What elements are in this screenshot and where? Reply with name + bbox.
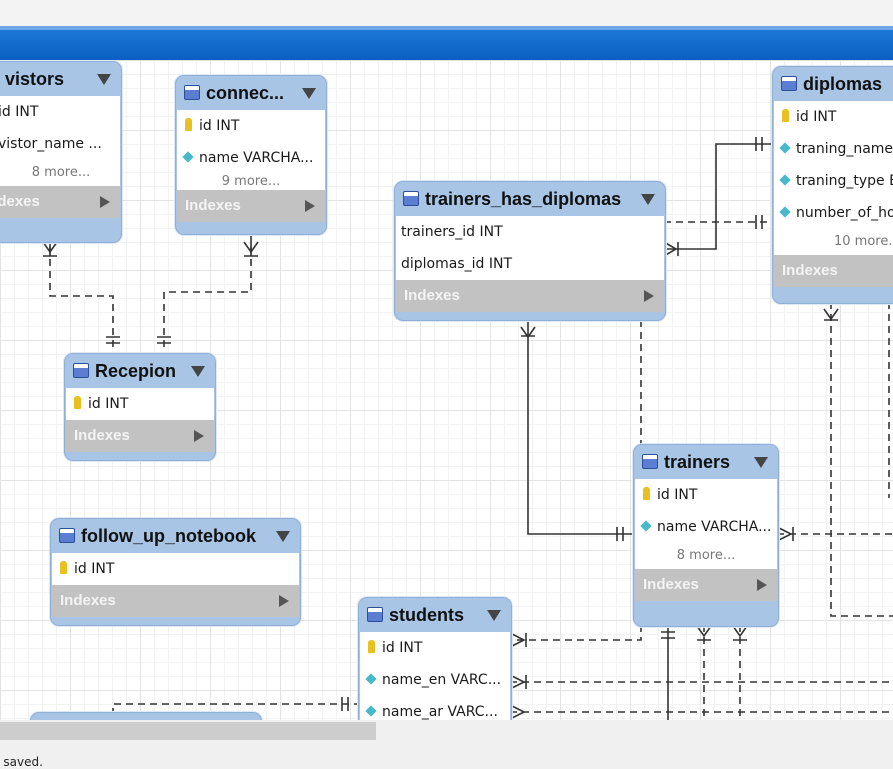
chevron-down-icon[interactable] xyxy=(754,457,768,468)
window-top-strip xyxy=(0,0,893,26)
chevron-down-icon[interactable] xyxy=(487,610,501,621)
column-row[interactable]: name VARCHA... xyxy=(177,142,325,174)
table-diplomas[interactable]: diplomas id INT traning_name traning_typ… xyxy=(772,66,893,304)
primary-key-icon xyxy=(60,561,67,574)
column-row[interactable]: id INT xyxy=(774,101,893,133)
column-row[interactable]: traning_name xyxy=(774,133,893,165)
table-trainers-has-diplomas[interactable]: trainers_has_diplomas trainers_id INT di… xyxy=(394,181,666,321)
indexes-section[interactable]: Indexes xyxy=(396,280,664,312)
more-columns-label[interactable]: 8 more... xyxy=(31,165,91,180)
status-bar: b saved. xyxy=(0,740,893,769)
table-icon xyxy=(781,76,797,91)
table-header[interactable]: trainers_has_diplomas xyxy=(395,182,665,216)
table-name: vistors xyxy=(5,69,65,89)
primary-key-icon xyxy=(782,109,789,122)
column-row[interactable]: trainers_id INT xyxy=(401,224,503,240)
column-row[interactable]: traning_type E xyxy=(774,165,893,197)
expand-arrow-icon[interactable] xyxy=(279,595,289,607)
chevron-down-icon[interactable] xyxy=(276,531,290,542)
table-icon xyxy=(73,363,89,378)
table-name: diplomas xyxy=(803,74,883,94)
indexes-section[interactable]: Indexes xyxy=(177,190,325,222)
expand-arrow-icon[interactable] xyxy=(305,200,315,212)
indexes-section[interactable]: Indexes xyxy=(0,186,120,218)
table-header[interactable]: trainers xyxy=(634,445,778,479)
column-row[interactable]: id INT xyxy=(66,388,214,420)
column-diamond-icon xyxy=(365,705,377,717)
table-icon xyxy=(184,85,200,100)
table-header[interactable]: connec... xyxy=(176,76,326,110)
indexes-section[interactable]: Indexes xyxy=(774,255,893,287)
diagram-tab-bar xyxy=(0,26,893,60)
status-text: b saved. xyxy=(0,755,43,769)
column-diamond-icon xyxy=(779,174,791,186)
table-name: Recepion xyxy=(95,361,177,381)
table-trainers[interactable]: trainers id INT name VARCHA... 8 more...… xyxy=(633,444,779,627)
column-row[interactable]: id INT xyxy=(0,104,39,120)
column-diamond-icon xyxy=(182,151,194,163)
primary-key-icon xyxy=(185,118,192,131)
primary-key-icon xyxy=(643,487,650,500)
table-name: trainers_has_diplomas xyxy=(425,189,622,209)
table-header[interactable]: students xyxy=(359,598,511,632)
table-students[interactable]: students id INT name_en VARC... name_ar … xyxy=(358,597,512,720)
table-partial-bottom-left[interactable] xyxy=(30,712,262,720)
column-row[interactable]: id INT xyxy=(635,479,777,511)
table-vistors[interactable]: vistors id INT vistor_name ... 8 more...… xyxy=(0,61,122,243)
expand-arrow-icon[interactable] xyxy=(194,430,204,442)
chevron-down-icon[interactable] xyxy=(191,366,205,377)
column-row[interactable]: name VARCHA... xyxy=(635,511,777,543)
horizontal-scrollbar[interactable] xyxy=(0,722,376,740)
relationship-lines xyxy=(42,137,893,720)
primary-key-icon xyxy=(74,396,81,409)
more-columns-label[interactable]: 9 more... xyxy=(221,174,281,189)
chevron-down-icon[interactable] xyxy=(641,194,655,205)
table-icon xyxy=(367,607,383,622)
table-icon xyxy=(642,454,658,469)
chevron-down-icon[interactable] xyxy=(302,88,316,99)
expand-arrow-icon[interactable] xyxy=(100,196,110,208)
table-follow-up-notebook[interactable]: follow_up_notebook id INT Indexes xyxy=(50,518,301,626)
table-name: trainers xyxy=(664,452,731,472)
er-diagram-canvas[interactable]: vistors id INT vistor_name ... 8 more...… xyxy=(0,60,893,720)
expand-arrow-icon[interactable] xyxy=(644,290,654,302)
primary-key-icon xyxy=(368,640,375,653)
table-header[interactable]: Recepion xyxy=(65,354,215,388)
indexes-section[interactable]: Indexes xyxy=(635,569,777,601)
more-columns-label[interactable]: 8 more... xyxy=(676,548,736,563)
column-row[interactable]: name_en VARC... xyxy=(360,664,510,696)
column-row[interactable]: id INT xyxy=(52,553,299,585)
table-recepion[interactable]: Recepion id INT Indexes xyxy=(64,353,216,461)
column-diamond-icon xyxy=(365,673,377,685)
table-connec[interactable]: connec... id INT name VARCHA... 9 more..… xyxy=(175,75,327,235)
indexes-section[interactable]: Indexes xyxy=(66,420,214,452)
column-diamond-icon xyxy=(779,142,791,154)
expand-arrow-icon[interactable] xyxy=(757,579,767,591)
indexes-section[interactable]: Indexes xyxy=(52,585,299,617)
column-diamond-icon xyxy=(779,206,791,218)
more-columns-label[interactable]: 10 more... xyxy=(834,234,893,249)
table-icon xyxy=(59,528,75,543)
table-name: connec... xyxy=(206,83,285,103)
column-row[interactable]: id INT xyxy=(360,632,510,664)
column-row[interactable]: name_ar VARC... xyxy=(360,696,510,720)
column-row[interactable]: vistor_name ... xyxy=(0,136,102,152)
table-header[interactable]: vistors xyxy=(0,62,121,96)
table-header[interactable]: follow_up_notebook xyxy=(51,519,300,553)
column-row[interactable]: number_of_ho xyxy=(774,197,893,229)
table-name: students xyxy=(389,605,465,625)
table-header[interactable]: diplomas xyxy=(773,67,893,101)
column-diamond-icon xyxy=(640,520,652,532)
chevron-down-icon[interactable] xyxy=(97,74,111,85)
column-row[interactable]: id INT xyxy=(177,110,325,142)
table-name: follow_up_notebook xyxy=(81,526,256,546)
column-row[interactable]: diplomas_id INT xyxy=(401,256,513,272)
table-icon xyxy=(403,191,419,206)
